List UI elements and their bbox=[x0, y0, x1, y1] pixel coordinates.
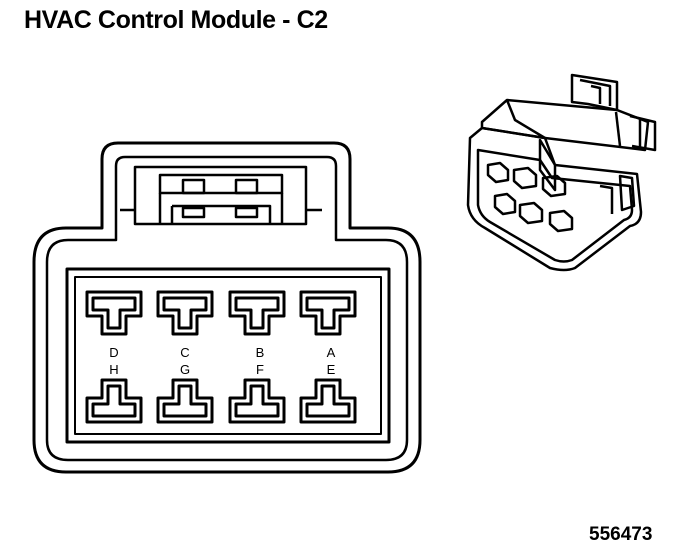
connector-isometric-view bbox=[466, 73, 657, 272]
latch bbox=[120, 165, 322, 226]
pin-label-a: A bbox=[327, 345, 336, 360]
terminal-g bbox=[156, 378, 214, 424]
pin-label-c: C bbox=[180, 345, 189, 360]
pin-label-e: E bbox=[327, 362, 336, 377]
pin-label-h: H bbox=[109, 362, 118, 377]
terminal-c bbox=[156, 290, 214, 336]
bottom-terminals bbox=[85, 378, 357, 424]
diagram-title: HVAC Control Module - C2 bbox=[24, 6, 328, 34]
terminal-a bbox=[299, 290, 357, 336]
figure-number: 556473 bbox=[589, 524, 653, 545]
pin-label-f: F bbox=[256, 362, 264, 377]
pin-label-d: D bbox=[109, 345, 118, 360]
terminal-b bbox=[228, 290, 286, 336]
terminal-f bbox=[228, 378, 286, 424]
top-terminals bbox=[85, 290, 357, 336]
housing-inner-outline bbox=[45, 155, 409, 462]
pin-label-g: G bbox=[180, 362, 190, 377]
pin-label-b: B bbox=[256, 345, 265, 360]
pin-labels: D C B A H G F E bbox=[109, 345, 335, 377]
terminal-h bbox=[85, 378, 143, 424]
housing-outline bbox=[32, 141, 422, 474]
cavity-frame-inner bbox=[74, 276, 382, 435]
terminal-d bbox=[85, 290, 143, 336]
cavity-frame bbox=[65, 267, 391, 444]
terminal-e bbox=[299, 378, 357, 424]
connector-face-view: D C B A H G F E bbox=[32, 141, 422, 474]
